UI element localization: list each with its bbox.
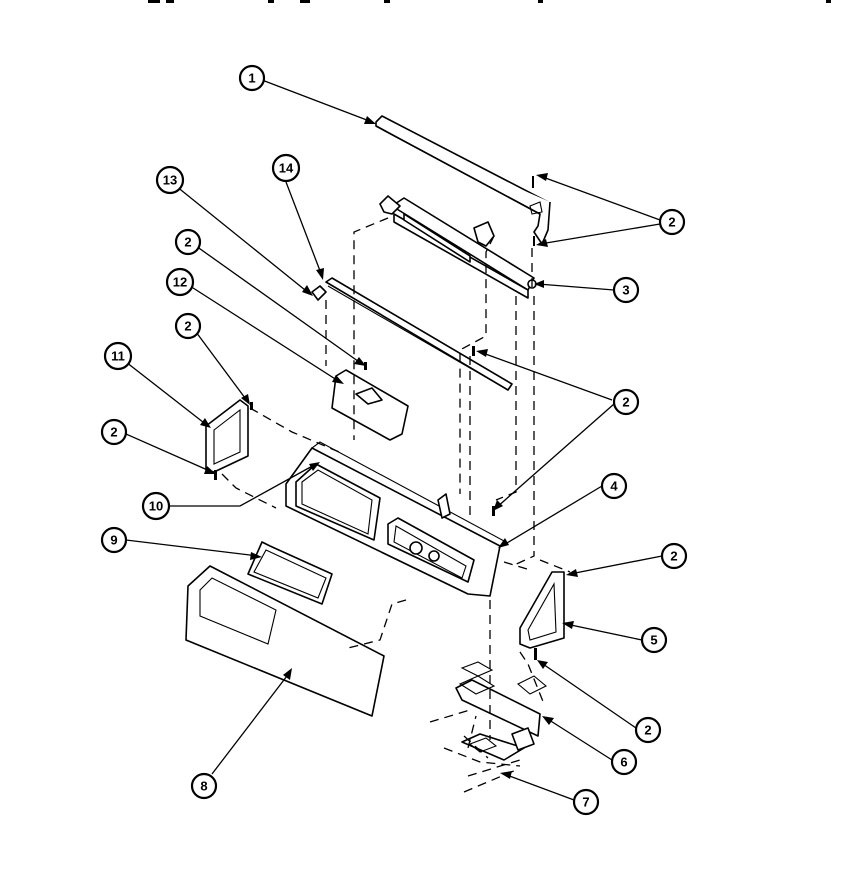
svg-text:2: 2 [644,723,651,738]
svg-text:10: 10 [149,499,163,514]
part-9-window-lens [247,541,333,605]
callout-12: 12 [165,267,195,297]
svg-text:2: 2 [670,549,677,564]
svg-text:11: 11 [111,349,125,364]
callout-5: 5 [640,626,668,654]
callout-2-left: 2 [100,418,128,446]
svg-text:2: 2 [184,235,191,250]
svg-text:13: 13 [163,173,177,188]
part-3-upper-rail [379,195,537,299]
callout-4: 4 [600,472,628,500]
callout-2-mid-left: 2 [174,312,202,340]
leader-lines [125,79,663,801]
callout-3: 3 [612,276,640,304]
callout-10: 10 [141,491,171,521]
svg-text:2: 2 [184,319,191,334]
svg-text:8: 8 [200,779,207,794]
part-12-control-board [331,369,409,441]
part-1-top-cover [375,115,551,245]
svg-text:2: 2 [622,395,629,410]
svg-text:3: 3 [622,283,629,298]
callout-11: 11 [103,341,133,371]
svg-text:2: 2 [110,425,117,440]
svg-text:4: 4 [610,479,618,494]
svg-text:7: 7 [582,795,589,810]
svg-text:1: 1 [248,71,255,86]
part-13-clip [311,285,327,301]
svg-text:6: 6 [620,755,627,770]
callout-1: 1 [238,64,266,92]
part-10-console-back [285,441,508,597]
part-8-front-overlay [185,565,385,717]
callout-6: 6 [610,748,638,776]
part-6-controls [455,661,547,737]
part-14-long-bar [325,277,513,391]
callout-2-top-right: 2 [658,208,686,236]
svg-text:9: 9 [110,533,117,548]
part-7-base-bracket [461,727,535,761]
svg-text:5: 5 [650,633,657,648]
svg-text:2: 2 [668,215,675,230]
callout-2-right-middle: 2 [612,388,640,416]
callout-13: 13 [155,165,185,195]
scan-artifacts [148,0,831,3]
callout-7: 7 [572,788,600,816]
screws [214,176,537,660]
callout-8: 8 [190,772,218,800]
callout-9: 9 [100,526,128,554]
svg-text:14: 14 [279,161,294,176]
callout-2-right-lower: 2 [660,542,688,570]
part-5-right-end-cap [519,571,565,649]
callout-2-upper-left: 2 [174,228,202,256]
svg-text:12: 12 [173,275,187,290]
callout-14: 14 [271,153,301,183]
part-11-left-end-cap [205,399,249,473]
callout-2-bottom-right: 2 [634,716,662,744]
